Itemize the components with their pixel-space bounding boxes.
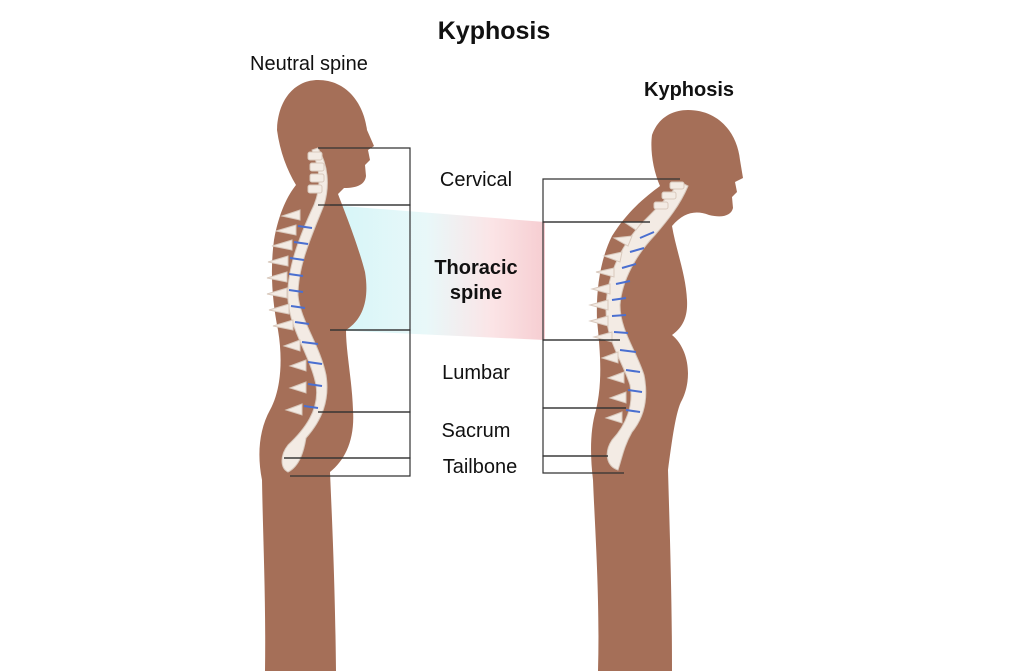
kyphosis-figure-label: Kyphosis (644, 79, 735, 101)
sacrum-label: Sacrum (441, 420, 511, 442)
kyphosis-spine-discs (611, 231, 655, 413)
kyphosis-spine (588, 181, 689, 471)
tailbone-label: Tailbone (442, 456, 518, 478)
neutral-region-brackets (284, 147, 411, 477)
diagram-title: Kyphosis (437, 17, 551, 45)
neutral-spine (266, 147, 328, 473)
cervical-label: Cervical (439, 169, 513, 191)
thoracic-label-line1: Thoracic (434, 257, 518, 279)
thoracic-highlight-band (330, 205, 545, 340)
thoracic-label-line2: spine (449, 282, 503, 304)
neutral-spine-discs (288, 225, 323, 409)
neutral-spine-label: Neutral spine (250, 53, 368, 75)
kyphosis-region-brackets (542, 178, 680, 474)
lumbar-label: Lumbar (442, 362, 510, 384)
